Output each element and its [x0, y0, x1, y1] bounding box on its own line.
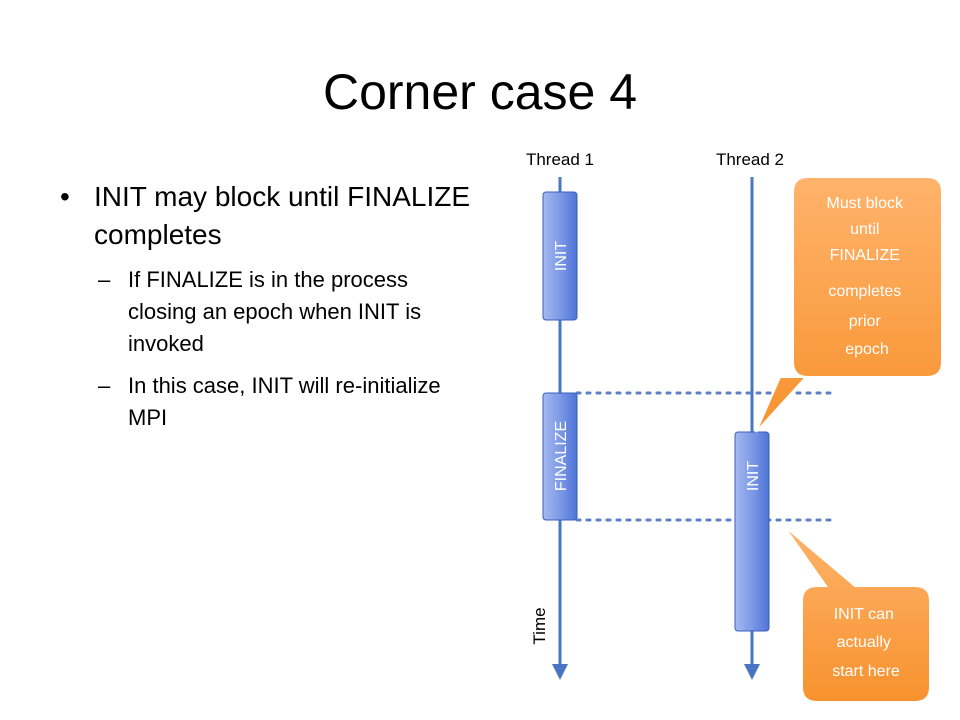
- bullet-dot-icon: •: [60, 181, 70, 212]
- slide-title: Corner case 4: [322, 64, 638, 120]
- bullet-list: • INIT may block until FINALIZE complete…: [60, 178, 480, 434]
- callout-bottom-line: start here: [832, 663, 900, 680]
- thread1-label: Thread 1: [526, 150, 594, 169]
- dash-icon: –: [98, 373, 111, 398]
- thread1-arrow-icon: [552, 664, 568, 680]
- t1-finalize-box: [542, 392, 578, 521]
- bullet-text: INIT may block until FINALIZE completes: [94, 181, 471, 250]
- callout-top-line: FINALIZE: [830, 247, 900, 264]
- t1-init-box: [542, 191, 578, 321]
- callout-bottom: [782, 524, 931, 703]
- t1-init-label: INIT: [553, 241, 570, 271]
- callout-bottom-text: INIT can actually start here: [832, 606, 900, 680]
- callout-top-line: until: [850, 221, 879, 238]
- time-label: Time: [530, 607, 549, 644]
- callout-bottom-line: INIT can: [834, 606, 894, 623]
- sub-bullet-text: If FINALIZE is in the process closing an…: [128, 267, 422, 356]
- callout-top: [755, 176, 943, 433]
- t2-init-label: INIT: [745, 461, 762, 491]
- sub-bullet-item: – If FINALIZE is in the process closing …: [60, 264, 480, 360]
- thread2-label: Thread 2: [716, 150, 784, 169]
- callout-top-line: prior: [849, 313, 882, 330]
- sub-bullet-text: In this case, INIT will re-initialize MP…: [128, 373, 441, 430]
- dash-icon: –: [98, 267, 111, 292]
- callout-top-line: epoch: [845, 341, 889, 358]
- sub-bullet-item: – In this case, INIT will re-initialize …: [60, 370, 480, 434]
- thread2-arrow-icon: [744, 664, 760, 680]
- t2-init-box: [734, 431, 770, 632]
- callout-bottom-line: actually: [837, 634, 891, 651]
- callout-top-text: Must block until FINALIZE completes prio…: [827, 195, 908, 358]
- callout-top-line: Must block: [827, 195, 904, 212]
- t1-finalize-label: FINALIZE: [553, 421, 570, 491]
- callout-top-line: completes: [828, 283, 901, 300]
- bullet-item: • INIT may block until FINALIZE complete…: [60, 178, 480, 254]
